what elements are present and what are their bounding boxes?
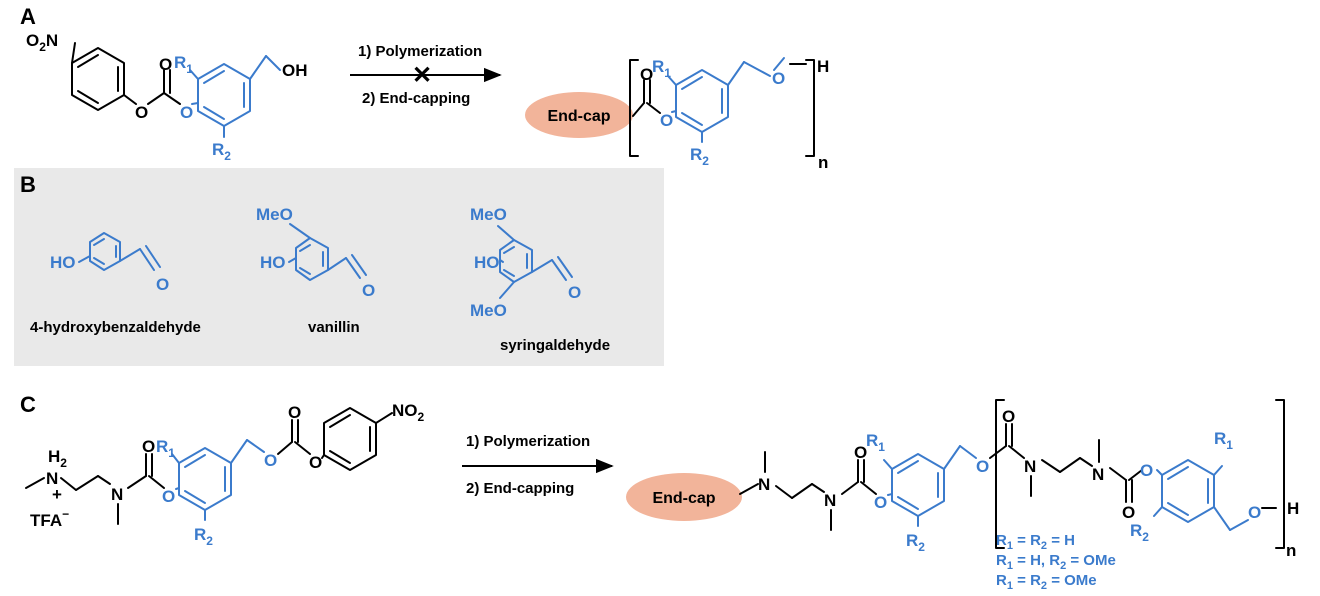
o2n-label: O2N bbox=[26, 31, 58, 54]
substituent-row-1: R1 = R2 = H bbox=[996, 532, 1075, 552]
o-atom: O bbox=[135, 103, 148, 122]
carbonate-o: O bbox=[288, 403, 301, 422]
end-capping-step-a: 2) End-capping bbox=[362, 90, 470, 107]
oh-label: OH bbox=[282, 61, 308, 80]
ho-label-s: HO bbox=[474, 253, 500, 272]
repeat-n2: N bbox=[1092, 465, 1104, 484]
benzyl-ring-c bbox=[178, 447, 232, 511]
h-end-c: H bbox=[1287, 499, 1299, 518]
repeat-chain-o: O bbox=[1248, 503, 1261, 522]
carbamate-o-c: O bbox=[142, 437, 155, 456]
r1-label-a: R1 bbox=[174, 53, 193, 76]
repeat-ether-o: O bbox=[1140, 461, 1153, 480]
aldehyde-o-s: O bbox=[568, 283, 581, 302]
ho-label-1: HO bbox=[50, 253, 76, 272]
meo-label-v: MeO bbox=[256, 205, 293, 224]
right-bracket-a bbox=[805, 59, 815, 157]
product-ring-a bbox=[675, 69, 729, 133]
compound-syringaldehyde: MeO HO MeO O syringaldehyde bbox=[470, 205, 610, 354]
ether-o-atom-a: O bbox=[660, 111, 673, 130]
panel-c-reaction-arrow: 1) Polymerization 2) End-capping bbox=[462, 433, 614, 497]
nitrophenyl-ring-c bbox=[323, 407, 377, 471]
r1-label-c: R1 bbox=[156, 437, 175, 460]
panel-label-b: B bbox=[20, 172, 36, 197]
meo-bottom-s: MeO bbox=[470, 301, 507, 320]
left-bracket-c bbox=[995, 399, 1005, 549]
h-end-a: H bbox=[817, 57, 829, 76]
panel-label-a: A bbox=[20, 4, 36, 29]
end-cap-ellipse-a bbox=[525, 92, 633, 138]
product-ring-c1 bbox=[891, 453, 945, 517]
r2-label-c: R2 bbox=[194, 525, 213, 548]
ether-o-c: O bbox=[162, 487, 175, 506]
r2-label-a-product: R2 bbox=[690, 145, 709, 168]
end-cap-ellipse-c bbox=[626, 473, 742, 521]
diamine-n1: N bbox=[758, 475, 770, 494]
substituent-row-2: R1 = H, R2 = OMe bbox=[996, 552, 1116, 572]
tfa-label: TFA− bbox=[30, 507, 69, 530]
h2-label: H2 bbox=[48, 447, 67, 470]
end-cap-label-a: End-cap bbox=[547, 108, 610, 125]
end-cap-label-c: End-cap bbox=[652, 490, 715, 507]
compound-name-2: vanillin bbox=[308, 319, 360, 336]
diamine-n2: N bbox=[824, 491, 836, 510]
panel-b-background bbox=[14, 168, 664, 366]
benzyl-o-c: O bbox=[264, 451, 277, 470]
r1-label-c-prod2: R1 bbox=[1214, 429, 1233, 452]
ether-o-prod: O bbox=[874, 493, 887, 512]
panel-c-monomer: H2 N + TFA− N O O R1 R2 O O O bbox=[25, 401, 425, 548]
carbonyl-o-atom: O bbox=[159, 55, 172, 74]
substituent-row-3: R1 = R2 = OMe bbox=[996, 572, 1097, 592]
ether-o-atom: O bbox=[180, 103, 193, 122]
blocked-cross-icon: ✕ bbox=[412, 62, 432, 89]
compound-name-1: 4-hydroxybenzaldehyde bbox=[30, 319, 201, 336]
r1-label-a-product: R1 bbox=[652, 57, 671, 80]
aryl-o-c: O bbox=[309, 453, 322, 472]
benzyl-ring bbox=[197, 63, 251, 127]
r2-label-c-prod2: R2 bbox=[1130, 521, 1149, 544]
r2-label-c-prod: R2 bbox=[906, 531, 925, 554]
no2-label: NO2 bbox=[392, 401, 425, 424]
carbonyl-o-atom-a: O bbox=[640, 65, 653, 84]
repeat-carbonyl-o2: O bbox=[1122, 503, 1135, 522]
ammonium-n: N bbox=[46, 469, 58, 488]
substituent-legend: R1 = R2 = H R1 = H, R2 = OMe R1 = R2 = O… bbox=[996, 532, 1116, 592]
r2-label-a: R2 bbox=[212, 140, 231, 163]
panel-a-monomer: O2N O O O R1 R2 OH bbox=[26, 31, 308, 163]
meo-top-s: MeO bbox=[470, 205, 507, 224]
compound-vanillin: MeO HO O vanillin bbox=[256, 205, 375, 336]
panel-label-c: C bbox=[20, 392, 36, 417]
plus-sign: + bbox=[52, 485, 62, 504]
ho-label-v: HO bbox=[260, 253, 286, 272]
panel-a-reaction-arrow: 1) Polymerization ✕ 2) End-capping bbox=[350, 43, 502, 107]
repeat-n1: N bbox=[1024, 457, 1036, 476]
carbamate-n: N bbox=[111, 485, 123, 504]
right-bracket-c bbox=[1275, 399, 1285, 549]
product-ring-c2 bbox=[1161, 459, 1215, 523]
repeat-n-a: n bbox=[818, 153, 828, 172]
nitrophenyl-ring bbox=[71, 47, 125, 111]
end-capping-step-c: 2) End-capping bbox=[466, 480, 574, 497]
polymerization-step-a: 1) Polymerization bbox=[358, 43, 482, 60]
aldehyde-o-v: O bbox=[362, 281, 375, 300]
compound-name-3: syringaldehyde bbox=[500, 337, 610, 354]
chain-o-prod: O bbox=[976, 457, 989, 476]
polymerization-step-c: 1) Polymerization bbox=[466, 433, 590, 450]
compound-4-hydroxybenzaldehyde: HO O 4-hydroxybenzaldehyde bbox=[30, 232, 201, 336]
left-bracket-a bbox=[629, 59, 639, 157]
carbamate-o-prod: O bbox=[854, 443, 867, 462]
repeat-n-c: n bbox=[1286, 541, 1296, 560]
panel-c-product: End-cap N N O O R1 R2 O O N bbox=[626, 399, 1299, 560]
panel-a-product: End-cap O O R1 R2 O H n bbox=[525, 57, 829, 172]
r1-label-c-prod: R1 bbox=[866, 431, 885, 454]
repeat-carbonyl-o1: O bbox=[1002, 407, 1015, 426]
chain-o-atom-a: O bbox=[772, 69, 785, 88]
aldehyde-o-1: O bbox=[156, 275, 169, 294]
